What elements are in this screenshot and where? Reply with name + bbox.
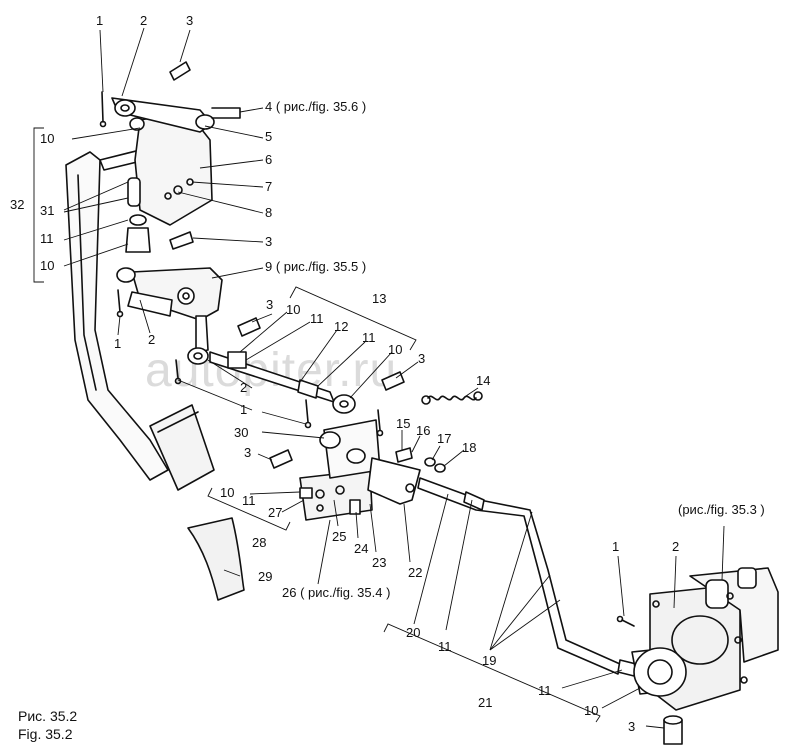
label-32: 32 [10, 197, 25, 212]
label-11: 11 [310, 311, 324, 326]
label-24: 24 [354, 541, 369, 556]
label-6: 6 [265, 152, 273, 167]
label-21: 21 [478, 695, 493, 710]
label-8: 8 [265, 205, 273, 220]
label-19: 19 [482, 653, 497, 668]
label-1: 1 [240, 402, 248, 417]
caption-en: Fig. 35.2 [18, 726, 73, 742]
label-20: 20 [406, 625, 421, 640]
label-3: 3 [418, 351, 426, 366]
label-fig-35-3: (рис./fig. 35.3 ) [678, 502, 765, 517]
pedal-pad-cover [187, 517, 245, 601]
label-31: 31 [40, 203, 55, 218]
label-3: 3 [244, 445, 252, 460]
label-1: 1 [96, 13, 104, 28]
label-11: 11 [242, 493, 256, 508]
label-11: 11 [362, 330, 376, 345]
label-3: 3 [628, 719, 636, 734]
label-13: 13 [372, 291, 387, 306]
label-11: 11 [40, 231, 54, 246]
label-1: 1 [612, 539, 620, 554]
label-3: 3 [266, 297, 274, 312]
spring [427, 395, 477, 401]
label-5: 5 [265, 129, 273, 144]
label-26-fig-35-4: 26 ( рис./fig. 35.4 ) [282, 585, 391, 600]
label-27: 27 [268, 505, 283, 520]
lower-rod [417, 477, 621, 675]
label-15: 15 [396, 416, 411, 431]
pin-top [169, 61, 191, 81]
label-10: 10 [40, 131, 55, 146]
label-11: 11 [538, 683, 552, 698]
sleeve [127, 177, 141, 207]
label-17: 17 [437, 431, 452, 446]
pedal-pad [149, 404, 215, 491]
label-2: 2 [240, 380, 248, 395]
label-23: 23 [372, 555, 387, 570]
label-3: 3 [186, 13, 194, 28]
label-18: 18 [462, 440, 477, 455]
label-14: 14 [476, 373, 491, 388]
label-30: 30 [234, 425, 249, 440]
label-11: 11 [438, 639, 452, 654]
label-1: 1 [114, 336, 122, 351]
label-3: 3 [265, 234, 273, 249]
watermark: autopiter.ru [145, 344, 398, 397]
pedal-arm [65, 151, 169, 481]
label-16: 16 [416, 423, 431, 438]
label-2: 2 [140, 13, 148, 28]
label-10: 10 [286, 302, 301, 317]
label-29: 29 [258, 569, 273, 584]
label-10: 10 [584, 703, 599, 718]
label-2: 2 [672, 539, 680, 554]
label-10: 10 [40, 258, 55, 273]
lever-22 [367, 457, 421, 505]
label-7: 7 [265, 179, 273, 194]
label-10: 10 [388, 342, 403, 357]
label-28: 28 [252, 535, 267, 550]
label-25: 25 [332, 529, 347, 544]
label-2: 2 [148, 332, 156, 347]
label-4-fig-35-6: 4 ( рис./fig. 35.6 ) [265, 99, 367, 114]
label-9-fig-35-5: 9 ( рис./fig. 35.5 ) [265, 259, 367, 274]
label-10: 10 [220, 485, 235, 500]
caption-ru: Рис. 35.2 [18, 708, 78, 724]
label-22: 22 [408, 565, 423, 580]
label-12: 12 [334, 319, 349, 334]
